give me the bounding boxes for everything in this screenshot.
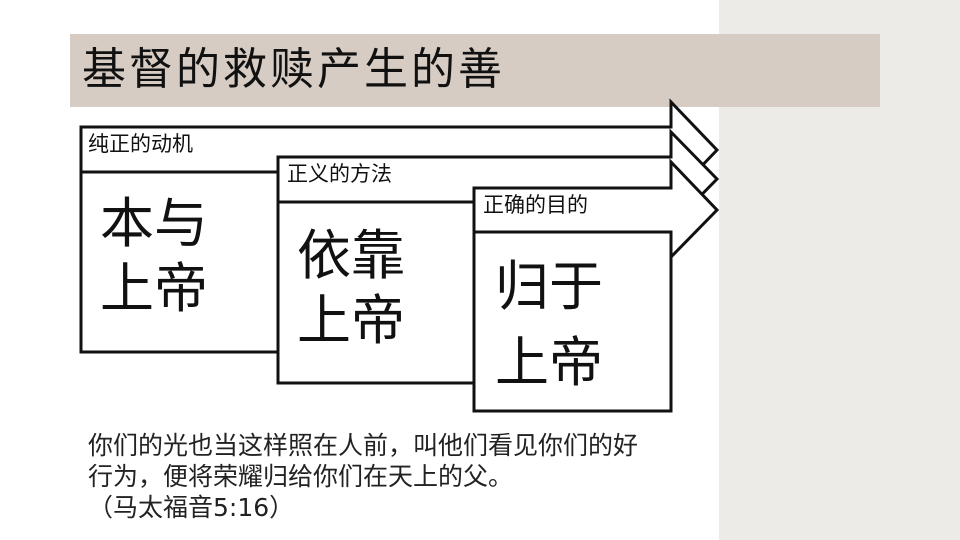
quote-line-1: 你们的光也当这样照在人前，叫他们看见你们的好 <box>88 431 639 460</box>
box-3-line-1: 归于 <box>495 255 603 318</box>
box-2-line-2: 上帝 <box>297 289 405 352</box>
arrow-label-motive: 纯正的动机 <box>88 132 193 156</box>
box-1-line-1: 本与 <box>100 192 208 255</box>
scripture-quote: 你们的光也当这样照在人前，叫他们看见你们的好 行为，便将荣耀归给你们在天上的父。… <box>88 430 708 523</box>
box-3-line-2: 上帝 <box>495 331 603 394</box>
quote-line-2: 行为，便将荣耀归给你们在天上的父。 <box>88 462 514 491</box>
box-2-line-1: 依靠 <box>297 224 405 287</box>
arrow-label-method: 正义的方法 <box>287 162 392 186</box>
box-1-line-2: 上帝 <box>100 257 208 320</box>
box-2 <box>276 200 476 385</box>
arrow-label-purpose: 正确的目的 <box>483 193 588 217</box>
quote-reference: （马太福音5:16） <box>88 493 295 522</box>
title-bar <box>70 34 880 107</box>
box-3 <box>472 230 673 413</box>
slide-title: 基督的救赎产生的善 <box>82 44 505 95</box>
